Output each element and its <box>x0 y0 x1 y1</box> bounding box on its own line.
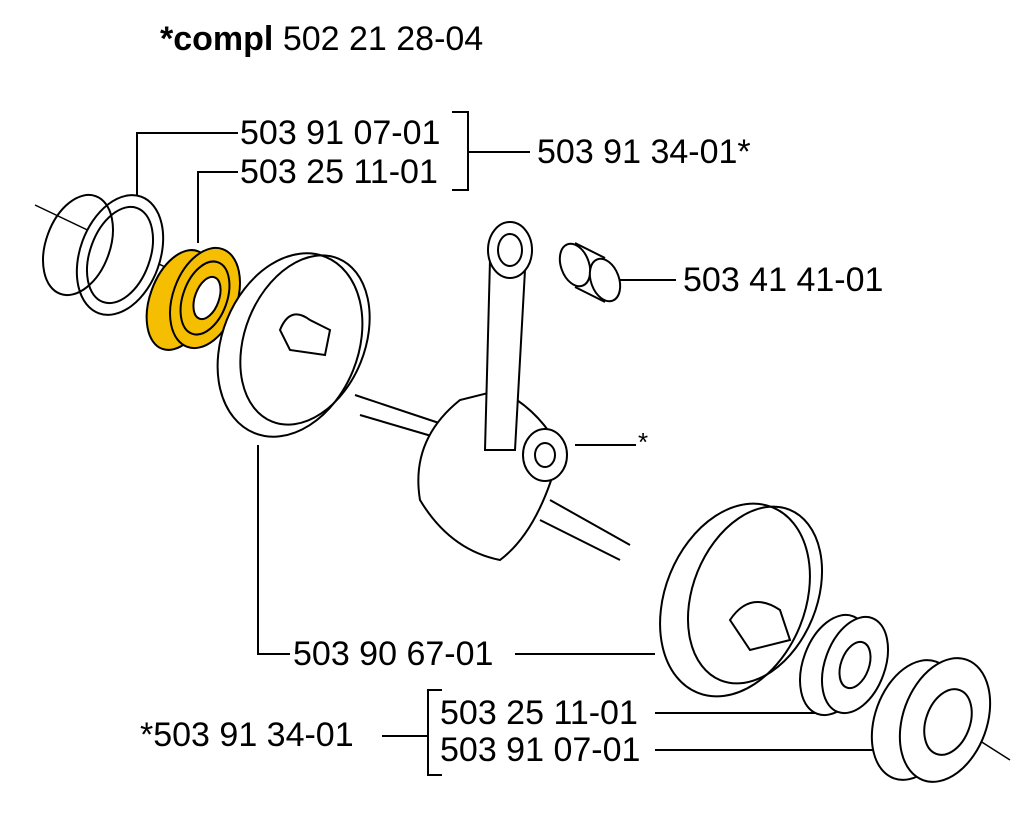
bearing-left-highlighted <box>145 246 241 351</box>
label-needle-bearing[interactable]: 503 41 41-01 <box>683 261 884 299</box>
label-crank-halves[interactable]: 503 90 67-01 <box>293 635 494 673</box>
label-crankshaft[interactable]: * <box>638 427 649 457</box>
label-ring-left[interactable]: 503 91 07-01 <box>240 114 441 152</box>
ring-left-drawing <box>42 193 165 316</box>
bearing-right-drawing <box>799 613 889 717</box>
title-number: 502 21 28-04 <box>282 20 484 58</box>
leader-lines <box>136 111 880 776</box>
crank-half-right <box>659 502 824 698</box>
label-ring-right[interactable]: 503 91 07-01 <box>440 731 641 769</box>
label-bearing-right[interactable]: 503 25 11-01 <box>440 694 638 732</box>
crankshaft-drawing <box>354 221 631 562</box>
ring-right-drawing <box>870 657 992 783</box>
label-kit-bottom[interactable]: *503 91 34-01 <box>140 716 354 754</box>
needle-bearing-drawing <box>558 242 622 303</box>
label-bearing-left[interactable]: 503 25 11-01 <box>240 153 438 191</box>
assembly-title: *compl 502 21 28-04 <box>160 22 483 56</box>
title-prefix: *compl <box>160 20 274 58</box>
crank-half-left <box>216 252 371 438</box>
label-kit-top[interactable]: 503 91 34-01* <box>537 133 751 171</box>
